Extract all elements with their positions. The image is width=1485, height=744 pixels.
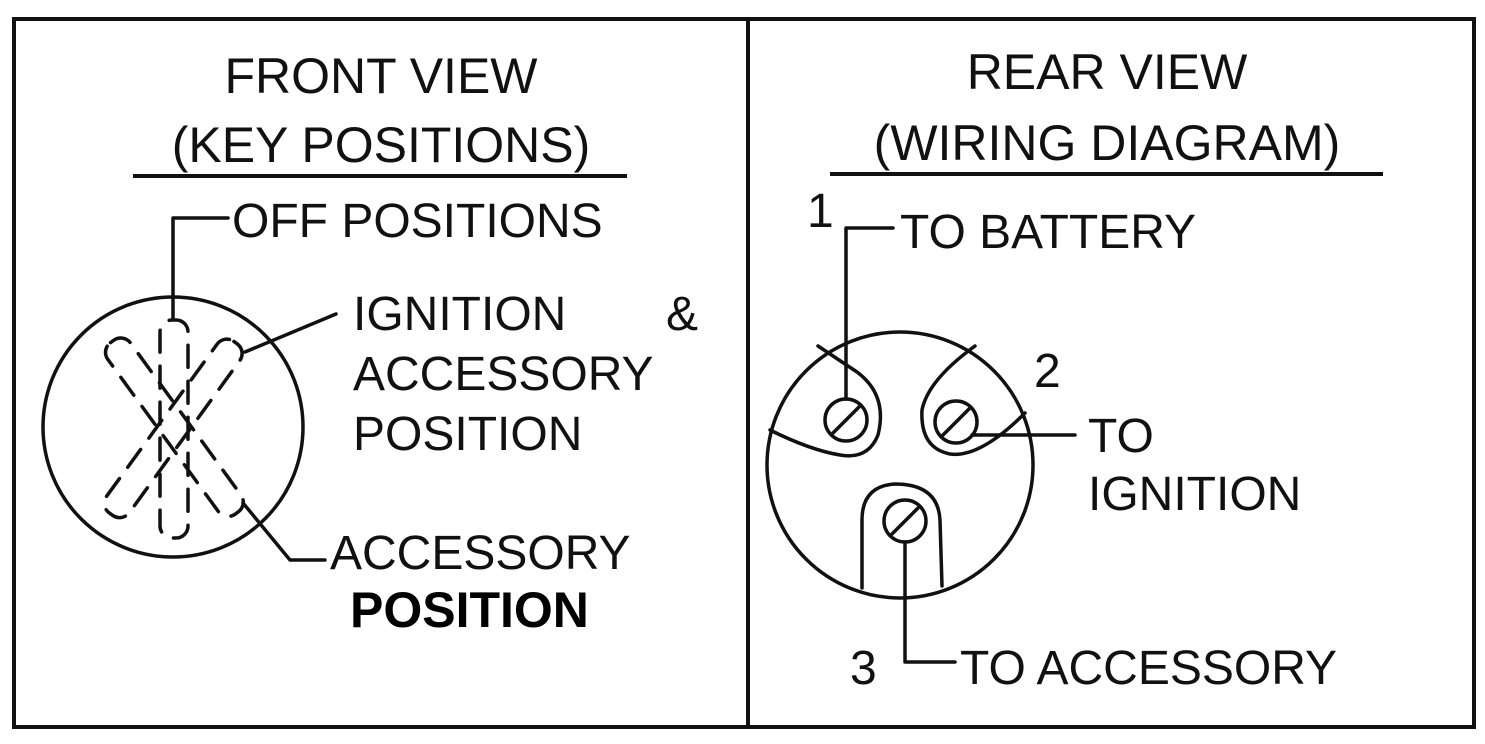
front-view-panel: FRONT VIEW (KEY POSITIONS) OFF POSITIONS… (41, 48, 698, 638)
ign-position-label: POSITION (353, 408, 582, 461)
key-cylinder-circle (41, 295, 305, 559)
off-key-slot (158, 318, 190, 540)
rear-view-panel: REAR VIEW (WIRING DIAGRAM) 1 TO BATTERY … (765, 44, 1383, 695)
terminal-1-label: TO BATTERY (900, 206, 1196, 259)
terminal-1-number: 1 (807, 185, 834, 238)
terminal-2-label-line2: IGNITION (1088, 468, 1301, 521)
rear-view-subtitle: (WIRING DIAGRAM) (874, 115, 1341, 171)
ignition-leader-line (243, 312, 338, 354)
terminal-2 (920, 344, 1077, 457)
accessory-leader-line (241, 501, 327, 562)
terminal-2-screw-slot (941, 407, 971, 437)
accessory-label: ACCESSORY (330, 527, 631, 580)
accessory-position-label: POSITION (350, 582, 589, 638)
terminal-2-screw (933, 399, 979, 445)
front-view-title: FRONT VIEW (225, 48, 539, 104)
ampersand-label: & (666, 288, 698, 341)
terminal-2-lug (920, 344, 1027, 457)
ign-accessory-label: ACCESSORY (353, 348, 654, 401)
terminal-3-screw-slot (890, 506, 920, 536)
terminal-1 (768, 226, 895, 458)
terminal-2-label-line1: TO (1088, 410, 1154, 463)
accessory-key-slot (103, 336, 246, 519)
switch-body-circle (765, 330, 1035, 600)
terminal-3-number: 3 (850, 642, 877, 695)
terminal-1-leader (844, 226, 895, 401)
terminal-3-label: TO ACCESSORY (960, 642, 1337, 695)
off-positions-label: OFF POSITIONS (232, 195, 603, 248)
off-leader-line (171, 216, 230, 320)
rear-view-title: REAR VIEW (967, 44, 1248, 100)
outer-frame (12, 17, 1476, 729)
terminal-3-lug (860, 482, 944, 590)
terminal-1-lug (768, 344, 883, 458)
terminal-1-screw-slot (831, 405, 861, 435)
terminal-3-leader (903, 540, 957, 664)
ignition-label: IGNITION (353, 288, 566, 341)
ignition-accessory-key-slot (102, 337, 244, 520)
terminal-2-number: 2 (1034, 345, 1061, 398)
front-view-subtitle: (KEY POSITIONS) (172, 117, 591, 173)
terminal-3 (860, 482, 957, 664)
